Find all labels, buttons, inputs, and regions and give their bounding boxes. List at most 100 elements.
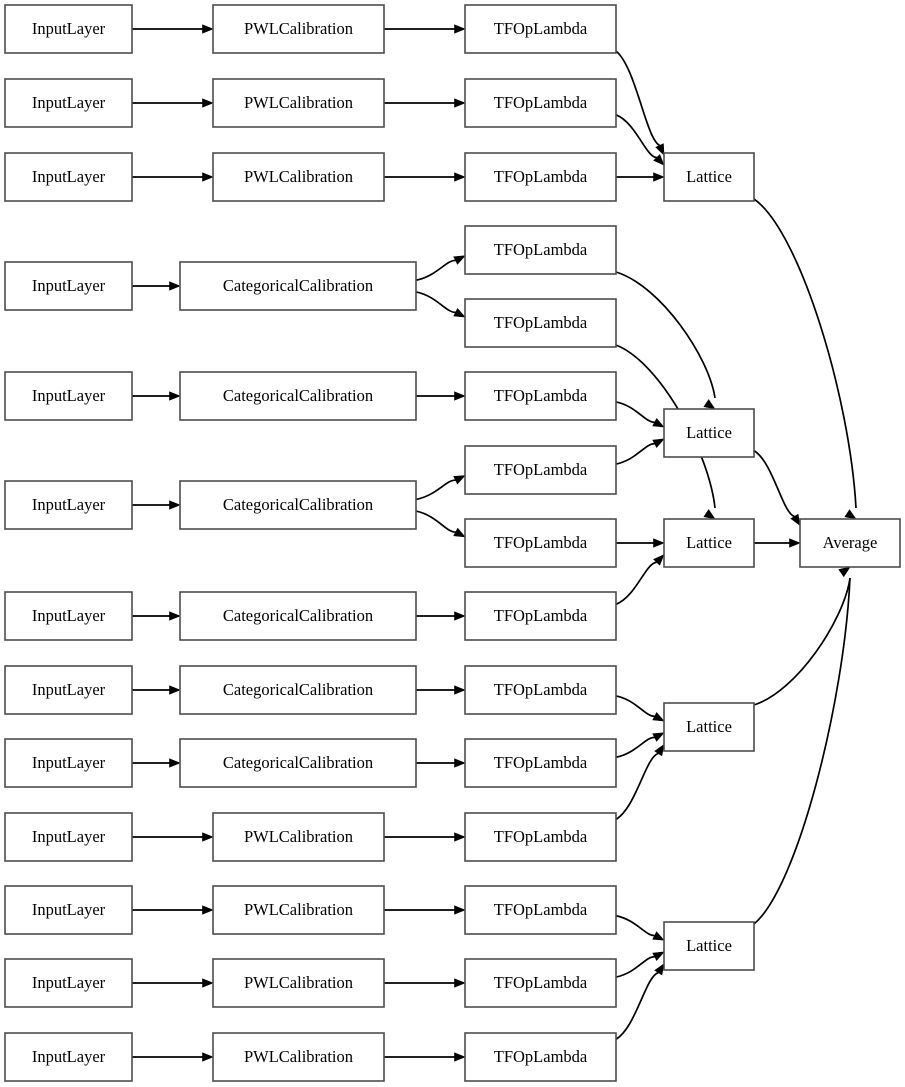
node-box-tf8[interactable] [464, 518, 617, 568]
node-tf14[interactable]: TFOpLambda [464, 958, 617, 1008]
node-box-in7[interactable] [4, 591, 133, 641]
node-box-lat4[interactable] [663, 702, 755, 752]
node-tf5[interactable]: TFOpLambda [464, 298, 617, 348]
node-box-cal8[interactable] [179, 665, 417, 715]
node-tf4[interactable]: TFOpLambda [464, 225, 617, 275]
node-in6[interactable]: InputLayer [4, 480, 133, 530]
node-box-cal9[interactable] [179, 738, 417, 788]
node-in9[interactable]: InputLayer [4, 738, 133, 788]
node-box-tf12[interactable] [464, 812, 617, 862]
node-avg[interactable]: Average [799, 518, 901, 568]
node-box-in13[interactable] [4, 1032, 133, 1082]
node-tf1[interactable]: TFOpLambda [464, 4, 617, 54]
node-tf2[interactable]: TFOpLambda [464, 78, 617, 128]
node-lat5[interactable]: Lattice [663, 921, 755, 971]
node-tf6[interactable]: TFOpLambda [464, 371, 617, 421]
node-cal12[interactable]: PWLCalibration [212, 958, 385, 1008]
edge-tf13-to-lat5 [615, 914, 665, 941]
node-box-lat1[interactable] [663, 152, 755, 202]
node-tf10[interactable]: TFOpLambda [464, 665, 617, 715]
node-cal1[interactable]: PWLCalibration [212, 4, 385, 54]
node-box-tf11[interactable] [464, 738, 617, 788]
node-box-in12[interactable] [4, 958, 133, 1008]
node-tf7[interactable]: TFOpLambda [464, 445, 617, 495]
node-tf11[interactable]: TFOpLambda [464, 738, 617, 788]
node-label-in10: InputLayer [32, 827, 106, 846]
node-box-cal2[interactable] [212, 78, 385, 128]
node-box-in10[interactable] [4, 812, 133, 862]
node-lat3[interactable]: Lattice [663, 518, 755, 568]
node-box-in3[interactable] [4, 152, 133, 202]
node-box-lat5[interactable] [663, 921, 755, 971]
node-box-in5[interactable] [4, 371, 133, 421]
node-cal13[interactable]: PWLCalibration [212, 1032, 385, 1082]
node-box-in8[interactable] [4, 665, 133, 715]
node-box-cal7[interactable] [179, 591, 417, 641]
node-box-cal5[interactable] [179, 371, 417, 421]
node-box-cal3[interactable] [212, 152, 385, 202]
node-tf15[interactable]: TFOpLambda [464, 1032, 617, 1082]
node-box-lat3[interactable] [663, 518, 755, 568]
node-box-cal1[interactable] [212, 4, 385, 54]
node-box-tf9[interactable] [464, 591, 617, 641]
node-box-in6[interactable] [4, 480, 133, 530]
node-box-tf6[interactable] [464, 371, 617, 421]
node-in10[interactable]: InputLayer [4, 812, 133, 862]
node-lat4[interactable]: Lattice [663, 702, 755, 752]
node-box-in4[interactable] [4, 261, 133, 311]
node-cal7[interactable]: CategoricalCalibration [179, 591, 417, 641]
node-cal10[interactable]: PWLCalibration [212, 812, 385, 862]
node-in12[interactable]: InputLayer [4, 958, 133, 1008]
node-box-cal10[interactable] [212, 812, 385, 862]
node-in4[interactable]: InputLayer [4, 261, 133, 311]
node-cal6[interactable]: CategoricalCalibration [179, 480, 417, 530]
node-box-tf10[interactable] [464, 665, 617, 715]
edge-in4-to-cal4 [132, 281, 181, 291]
node-cal2[interactable]: PWLCalibration [212, 78, 385, 128]
node-box-lat2[interactable] [663, 408, 755, 458]
edge-path [615, 736, 655, 759]
node-in3[interactable]: InputLayer [4, 152, 133, 202]
node-cal9[interactable]: CategoricalCalibration [179, 738, 417, 788]
node-in1[interactable]: InputLayer [4, 4, 133, 54]
node-box-cal6[interactable] [179, 480, 417, 530]
node-box-cal13[interactable] [212, 1032, 385, 1082]
node-lat1[interactable]: Lattice [663, 152, 755, 202]
node-in2[interactable]: InputLayer [4, 78, 133, 128]
node-in5[interactable]: InputLayer [4, 371, 133, 421]
node-cal4[interactable]: CategoricalCalibration [179, 261, 417, 311]
node-box-tf4[interactable] [464, 225, 617, 275]
node-box-avg[interactable] [799, 518, 901, 568]
node-label-in11: InputLayer [32, 900, 106, 919]
node-box-in9[interactable] [4, 738, 133, 788]
node-box-cal12[interactable] [212, 958, 385, 1008]
node-tf12[interactable]: TFOpLambda [464, 812, 617, 862]
node-box-tf1[interactable] [464, 4, 617, 54]
node-in11[interactable]: InputLayer [4, 885, 133, 935]
node-box-tf7[interactable] [464, 445, 617, 495]
node-cal11[interactable]: PWLCalibration [212, 885, 385, 935]
node-box-tf2[interactable] [464, 78, 617, 128]
node-label-in13: InputLayer [32, 1047, 106, 1066]
node-cal5[interactable]: CategoricalCalibration [179, 371, 417, 421]
node-box-tf3[interactable] [464, 152, 617, 202]
node-tf13[interactable]: TFOpLambda [464, 885, 617, 935]
node-box-cal4[interactable] [179, 261, 417, 311]
node-box-in2[interactable] [4, 78, 133, 128]
node-in7[interactable]: InputLayer [4, 591, 133, 641]
node-box-tf13[interactable] [464, 885, 617, 935]
node-cal3[interactable]: PWLCalibration [212, 152, 385, 202]
node-tf9[interactable]: TFOpLambda [464, 591, 617, 641]
node-lat2[interactable]: Lattice [663, 408, 755, 458]
node-box-tf5[interactable] [464, 298, 617, 348]
node-cal8[interactable]: CategoricalCalibration [179, 665, 417, 715]
node-box-in11[interactable] [4, 885, 133, 935]
node-box-cal11[interactable] [212, 885, 385, 935]
node-tf8[interactable]: TFOpLambda [464, 518, 617, 568]
node-box-tf15[interactable] [464, 1032, 617, 1082]
node-box-tf14[interactable] [464, 958, 617, 1008]
node-tf3[interactable]: TFOpLambda [464, 152, 617, 202]
node-in13[interactable]: InputLayer [4, 1032, 133, 1082]
node-box-in1[interactable] [4, 4, 133, 54]
node-in8[interactable]: InputLayer [4, 665, 133, 715]
